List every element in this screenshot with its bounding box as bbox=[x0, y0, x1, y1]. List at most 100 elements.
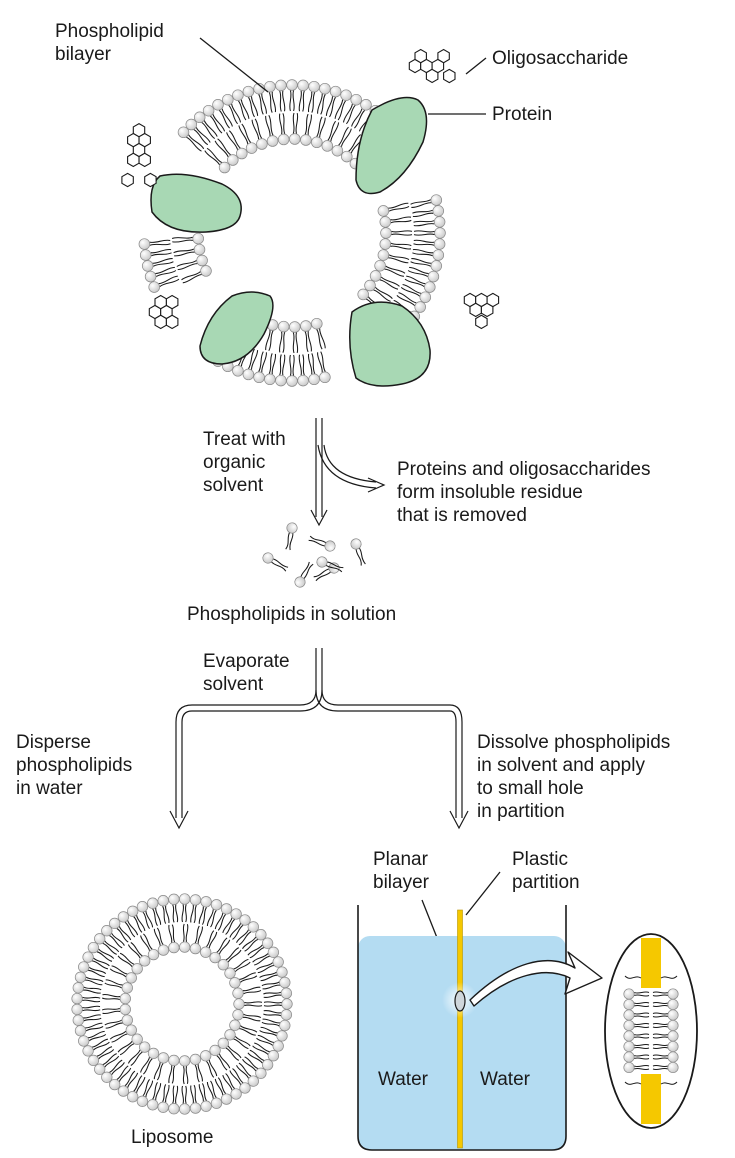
lipid-tail bbox=[319, 117, 326, 138]
lipid-head bbox=[242, 85, 255, 98]
lipid-tail bbox=[261, 352, 267, 373]
lipid-tail bbox=[334, 99, 344, 119]
lipid-tail bbox=[244, 1004, 263, 1007]
lipid-tail bbox=[111, 965, 128, 975]
lipid-tail bbox=[171, 1065, 176, 1084]
liposome-vesicle bbox=[71, 893, 293, 1115]
lipid-tail bbox=[238, 931, 252, 946]
lipid-tail bbox=[96, 1046, 113, 1057]
lipid-head bbox=[139, 249, 152, 261]
lipid-tail bbox=[292, 90, 295, 112]
lipid-tail bbox=[231, 103, 242, 123]
lipid-head bbox=[275, 374, 287, 387]
lipid-tail bbox=[85, 979, 103, 986]
lipid-head bbox=[196, 254, 208, 267]
lipid-head bbox=[374, 259, 386, 272]
lipid-tail bbox=[119, 1043, 135, 1056]
protein-label: Protein bbox=[492, 104, 553, 125]
lipid-tail bbox=[136, 1076, 146, 1093]
lipid-tail bbox=[174, 251, 195, 257]
lipid-head bbox=[232, 1009, 244, 1021]
lipid-head bbox=[427, 270, 440, 283]
lipid-tail bbox=[634, 1001, 650, 1005]
lipid-tail bbox=[150, 252, 172, 257]
lipid-tail bbox=[143, 1058, 153, 1075]
lipid-tail bbox=[390, 242, 412, 247]
lipid-head bbox=[286, 522, 298, 534]
sugar-ring bbox=[165, 294, 179, 310]
lipid-tail bbox=[85, 1025, 104, 1032]
lipid-tail bbox=[247, 1052, 263, 1064]
lipid-head bbox=[168, 1054, 180, 1067]
lipid-tail bbox=[652, 1046, 668, 1050]
lipid-tail bbox=[268, 91, 273, 113]
lipid-tail bbox=[171, 236, 193, 239]
lipid-head bbox=[324, 540, 336, 552]
lipid-head bbox=[71, 1003, 83, 1016]
lipid-head bbox=[82, 1045, 94, 1057]
lipid-tail bbox=[83, 1014, 101, 1019]
lipid-tail bbox=[195, 127, 211, 143]
lipid-tail bbox=[239, 1028, 256, 1036]
lipid-head bbox=[434, 227, 446, 239]
lipid-tail bbox=[295, 112, 299, 134]
lipid-tail bbox=[190, 1085, 194, 1104]
lipid-tail bbox=[143, 933, 153, 950]
lipid-tail bbox=[111, 1033, 128, 1043]
lipid-head bbox=[266, 135, 279, 147]
lipid-tail bbox=[413, 239, 435, 243]
lipid-tail bbox=[337, 100, 347, 121]
lipid-tail bbox=[234, 1035, 251, 1047]
lipid-tail bbox=[247, 944, 263, 956]
lipid-head bbox=[202, 104, 215, 117]
lipid-head bbox=[377, 205, 390, 217]
lipid-head bbox=[82, 951, 94, 963]
lipid-head bbox=[109, 1078, 121, 1091]
lipid-tail bbox=[239, 972, 256, 980]
lipid-head bbox=[272, 1040, 284, 1052]
lipid-head bbox=[209, 951, 221, 964]
lipid-head bbox=[189, 894, 202, 906]
lipid-tail bbox=[411, 202, 432, 208]
lipid-head bbox=[200, 896, 212, 908]
lipid-head bbox=[200, 1100, 212, 1112]
lipid-tail bbox=[176, 260, 197, 267]
lipid-tail bbox=[652, 1004, 668, 1008]
lipid-head bbox=[667, 1030, 679, 1042]
lipid-tail bbox=[240, 1025, 258, 1033]
lipid-tail bbox=[307, 331, 312, 352]
lipid-head bbox=[432, 249, 445, 261]
lipid-tail bbox=[92, 960, 109, 970]
lipid-head bbox=[209, 1044, 221, 1057]
lipid-head bbox=[147, 897, 159, 909]
lipid-tail bbox=[652, 1043, 668, 1047]
lipid-tail bbox=[282, 331, 286, 353]
lipid-head bbox=[262, 552, 274, 564]
lipid-head bbox=[101, 1071, 113, 1083]
lipid-tail bbox=[342, 103, 353, 123]
lipid-head bbox=[157, 895, 169, 907]
lipid-tail bbox=[634, 1057, 650, 1060]
lipid-head bbox=[267, 1050, 280, 1062]
lipid-head bbox=[148, 281, 160, 293]
lipid-tail bbox=[404, 278, 425, 288]
lipid-tail bbox=[652, 1001, 668, 1005]
lipid-head bbox=[277, 320, 290, 333]
lipid-head bbox=[230, 908, 242, 920]
lipid-tail bbox=[241, 123, 252, 143]
lipid-tail bbox=[111, 1062, 125, 1075]
lipid-tail bbox=[292, 354, 295, 376]
lipid-tail bbox=[272, 558, 289, 568]
lipid-tail bbox=[263, 991, 282, 995]
lipid-tail bbox=[227, 949, 242, 963]
lipid-tail bbox=[320, 351, 326, 372]
lipid-head bbox=[147, 1099, 159, 1111]
lipid-tail bbox=[168, 924, 173, 943]
lipid-tail bbox=[634, 1015, 650, 1018]
lipid-tail bbox=[155, 1083, 162, 1101]
lipid-tail bbox=[325, 96, 334, 116]
lipid-tail bbox=[247, 96, 255, 118]
protein-icon bbox=[355, 96, 428, 195]
lipid-tail bbox=[208, 931, 218, 949]
lipid-tail bbox=[85, 976, 104, 983]
